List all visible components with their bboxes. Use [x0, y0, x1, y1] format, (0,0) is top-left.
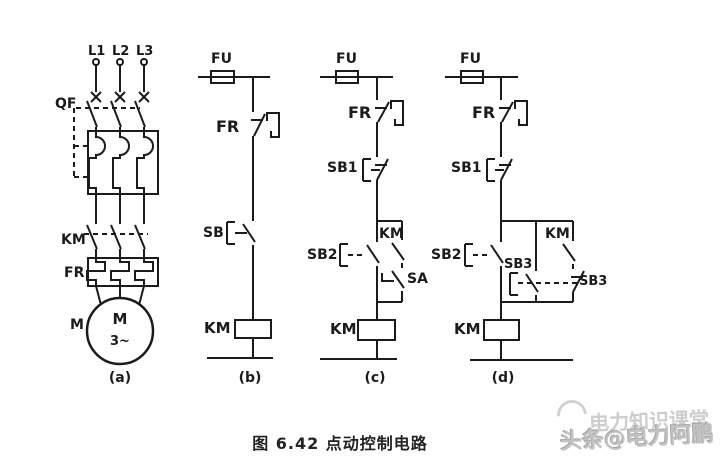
d-sb2-button: [464, 243, 504, 302]
thermal-relay-heaters: [86, 258, 154, 286]
label-thermal-fr: FR: [64, 265, 85, 281]
c-km-coil: [357, 319, 396, 341]
c-sb1-button: [362, 158, 389, 242]
label-c-sb1: SB1: [327, 160, 358, 176]
breaker-trip-elements: [88, 131, 154, 194]
breaker-cross-marks: [90, 91, 150, 103]
label-motor-letter: M: [112, 310, 128, 328]
label-d-km-aux: KM: [545, 226, 570, 242]
label-c-sa: SA: [407, 271, 428, 287]
b-fr-contact: [251, 112, 280, 221]
c-sa-switch: [381, 270, 405, 302]
label-motor-ref: M: [70, 317, 84, 333]
label-d-sb1: SB1: [451, 160, 482, 176]
km-main-contacts: [86, 224, 146, 258]
label-phase-l1: L1: [88, 44, 106, 59]
d-km-coil: [483, 319, 520, 341]
breaker-qf-linkage: [73, 107, 140, 178]
d-branch-rails: [501, 220, 574, 303]
breaker-qf-levers: [86, 100, 146, 131]
circuit-a-power-diagram: [73, 58, 159, 366]
d-fuse-symbol: [460, 70, 484, 84]
d-sb3-no-contact: [509, 272, 539, 302]
terminal-l1: [92, 58, 100, 66]
label-d-fr: FR: [472, 103, 496, 122]
b-km-coil: [234, 319, 272, 339]
c-sb2-button: [339, 243, 380, 320]
c-fr-contact: [375, 100, 404, 157]
c-bottom-wire: [320, 340, 397, 360]
breaker-trip-box: [87, 130, 159, 195]
label-d-sb3-nc: SB3: [579, 274, 608, 289]
c-km-aux-contact: [391, 242, 405, 268]
b-sb-button: [226, 221, 256, 320]
label-panel-a: (a): [108, 370, 132, 386]
label-b-fr: FR: [216, 117, 240, 136]
label-c-km-coil: KM: [330, 320, 357, 338]
label-d-fu: FU: [460, 51, 481, 67]
label-phase-l2: L2: [112, 44, 130, 59]
b-fuse-symbol: [210, 70, 235, 84]
label-d-km-coil: KM: [454, 320, 481, 338]
label-d-sb3-no: SB3: [504, 257, 533, 272]
label-c-km-aux: KM: [379, 226, 404, 242]
d-sb1-button: [486, 158, 513, 242]
b-bottom-wire: [207, 338, 273, 359]
c-fuse-symbol: [335, 70, 359, 84]
label-b-fu: FU: [211, 51, 232, 67]
label-c-fu: FU: [336, 51, 357, 67]
label-c-fr: FR: [348, 103, 372, 122]
circuit-d-control-diagram: [445, 70, 585, 361]
circuit-b-control-diagram: [198, 70, 280, 359]
label-panel-b: (b): [238, 370, 262, 386]
terminal-l3: [140, 58, 148, 66]
d-fr-contact: [499, 100, 528, 157]
c-branch-rails: [377, 220, 403, 303]
wires-to-motor: [95, 285, 145, 306]
label-motor-phase: 3~: [110, 334, 130, 349]
figure-caption: 图 6.42 点动控制电路: [252, 434, 428, 453]
circuit-c-control-diagram: [320, 70, 405, 360]
label-d-sb2: SB2: [431, 247, 462, 263]
d-sb3-nc-contact: [571, 270, 585, 302]
label-phase-l3: L3: [136, 44, 154, 59]
label-b-sb: SB: [203, 225, 224, 241]
label-c-sb2: SB2: [307, 247, 338, 263]
label-panel-c: (c): [364, 370, 386, 386]
label-panel-d: (d): [491, 370, 515, 386]
d-km-aux-contact: [562, 243, 576, 269]
label-contactor-km: KM: [61, 232, 86, 248]
label-breaker-qf: QF: [55, 96, 77, 112]
d-bottom-wire: [470, 340, 573, 361]
label-b-km: KM: [204, 319, 231, 337]
wires-to-km: [95, 194, 145, 224]
terminal-l2: [116, 58, 124, 66]
motor-circle: [85, 296, 155, 366]
supply-wires: [95, 65, 145, 92]
